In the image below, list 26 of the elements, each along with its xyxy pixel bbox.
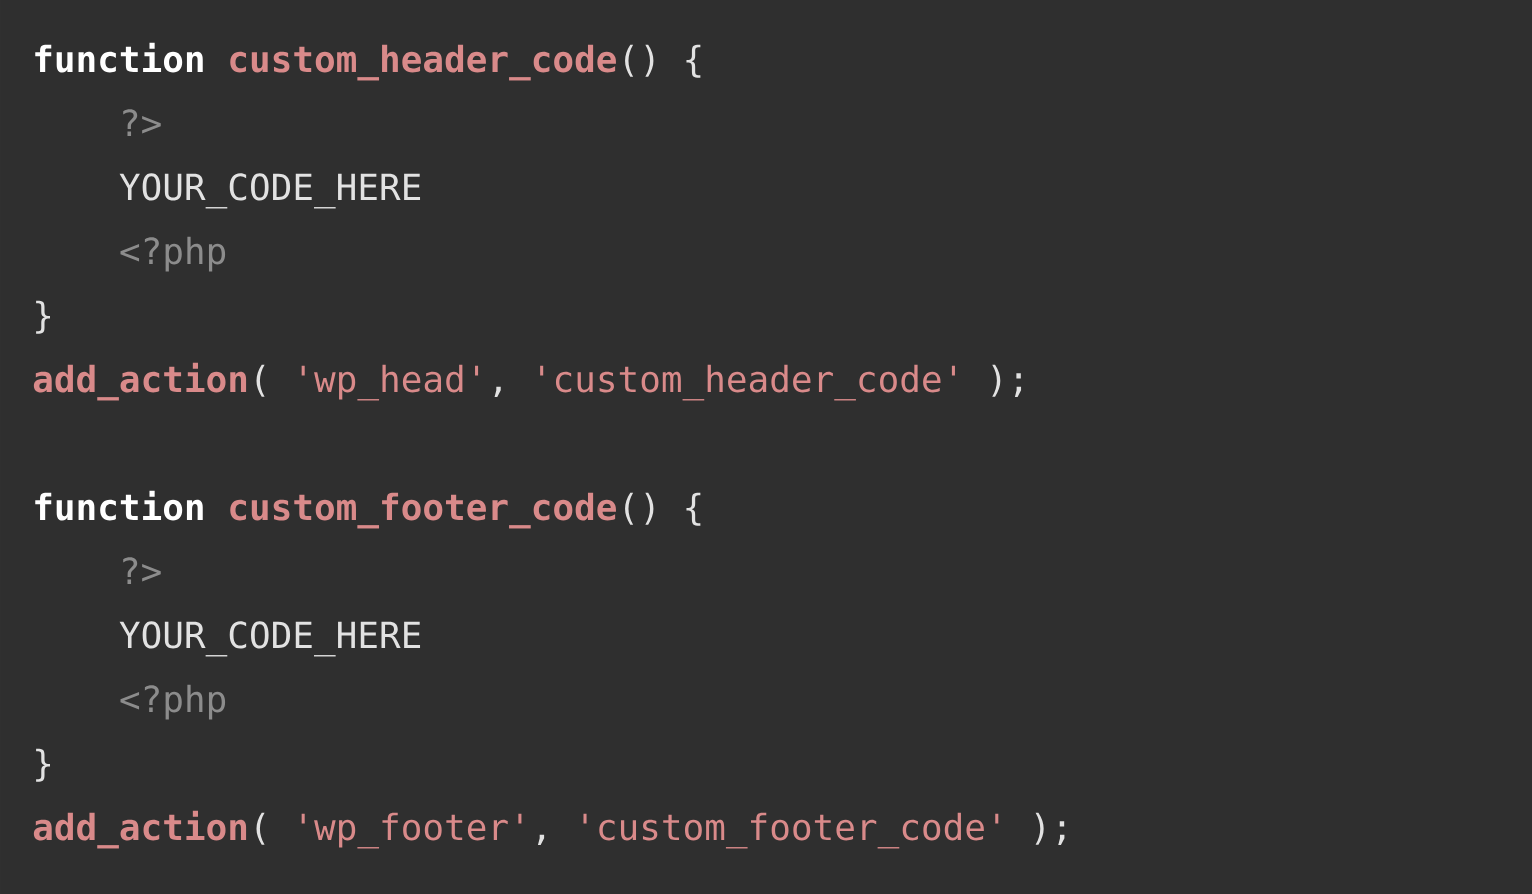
code-punctuation: , <box>537 834 545 846</box>
code-punctuation: , <box>494 386 501 398</box>
function-name: custom_footer_code <box>230 492 616 529</box>
php-tag: <?php <box>120 236 226 272</box>
code-keyword: function <box>35 42 203 73</box>
php-tag: ?> <box>123 109 161 136</box>
code-punctuation: ); <box>992 364 1022 398</box>
function-name: add_action <box>33 810 247 849</box>
code-punctuation: ); <box>1035 812 1065 846</box>
code-text: YOUR_CODE_HERE <box>119 621 421 657</box>
php-tag: <?php <box>120 684 226 720</box>
code-text: YOUR_CODE_HERE <box>119 173 421 209</box>
code-punctuation: () { <box>625 44 701 78</box>
code-punctuation: ( <box>256 364 265 397</box>
string-literal: 'custom_footer_code' <box>583 812 999 849</box>
code-punctuation: () { <box>625 492 701 526</box>
code-keyword: function <box>35 490 203 521</box>
code-punctuation: } <box>36 300 50 334</box>
php-tag: ?> <box>123 557 161 584</box>
code-punctuation: } <box>36 748 50 782</box>
string-literal: 'wp_footer' <box>301 812 522 849</box>
function-name: add_action <box>33 362 247 401</box>
string-literal: 'wp_head' <box>301 364 479 401</box>
function-name: custom_header_code <box>230 44 616 81</box>
code-punctuation: ( <box>256 812 265 845</box>
string-literal: 'custom_header_code' <box>540 364 955 401</box>
